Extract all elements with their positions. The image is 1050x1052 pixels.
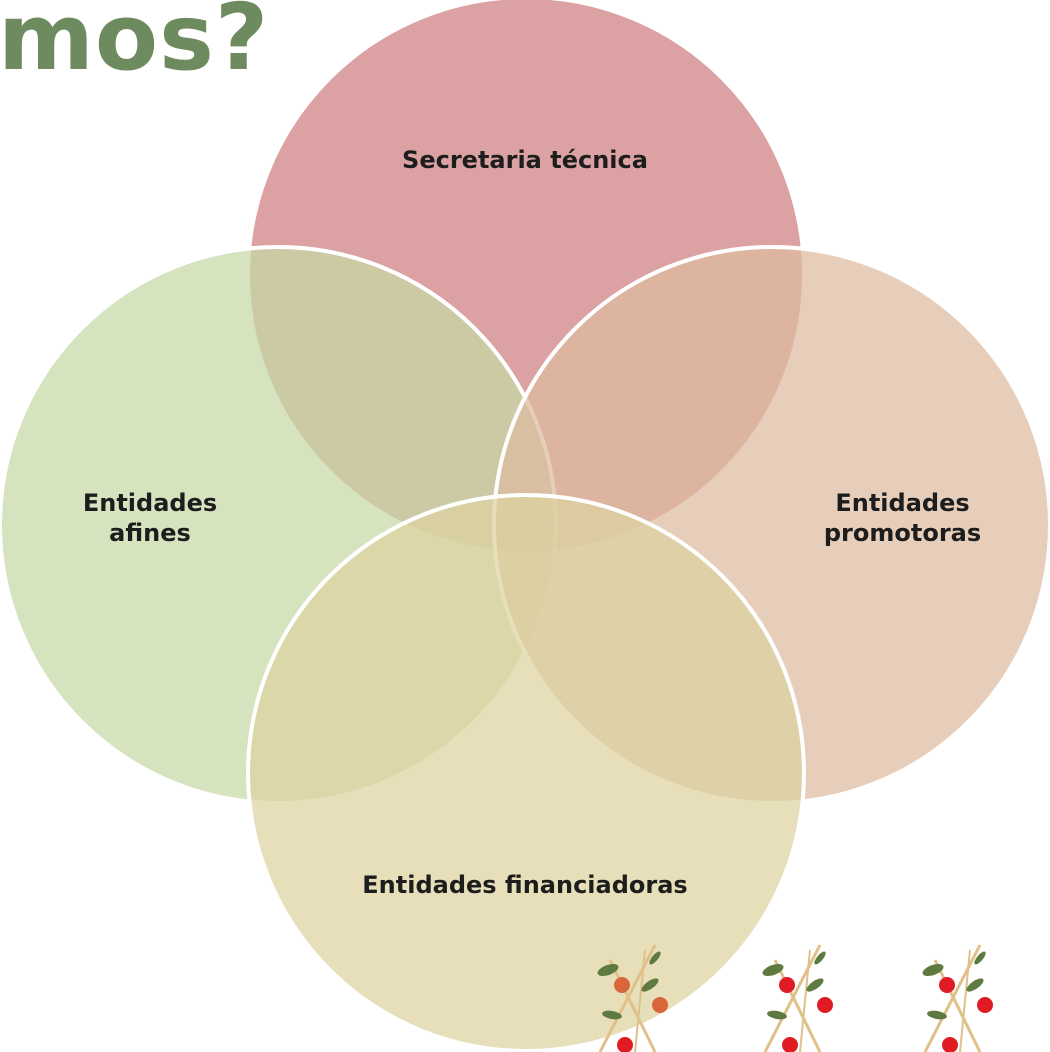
circle-label-entidades-financiadoras: Entidades financiadoras: [362, 871, 688, 899]
circle-label-entidades-afines: Entidades afines: [82, 489, 218, 547]
venn-circle-bottom: [246, 493, 806, 1052]
decoration-group: [597, 944, 993, 1052]
circle-label-entidades-promotoras: Entidades promotoras: [823, 489, 982, 547]
tomato-plant-icon: [597, 944, 668, 1052]
tomato-plant-icon: [762, 944, 833, 1052]
tomato-plant-icon: [922, 944, 993, 1052]
slide-title-fragment: mos?: [0, 0, 270, 91]
circle-label-secretaria-tecnica: Secretaria técnica: [402, 146, 648, 174]
